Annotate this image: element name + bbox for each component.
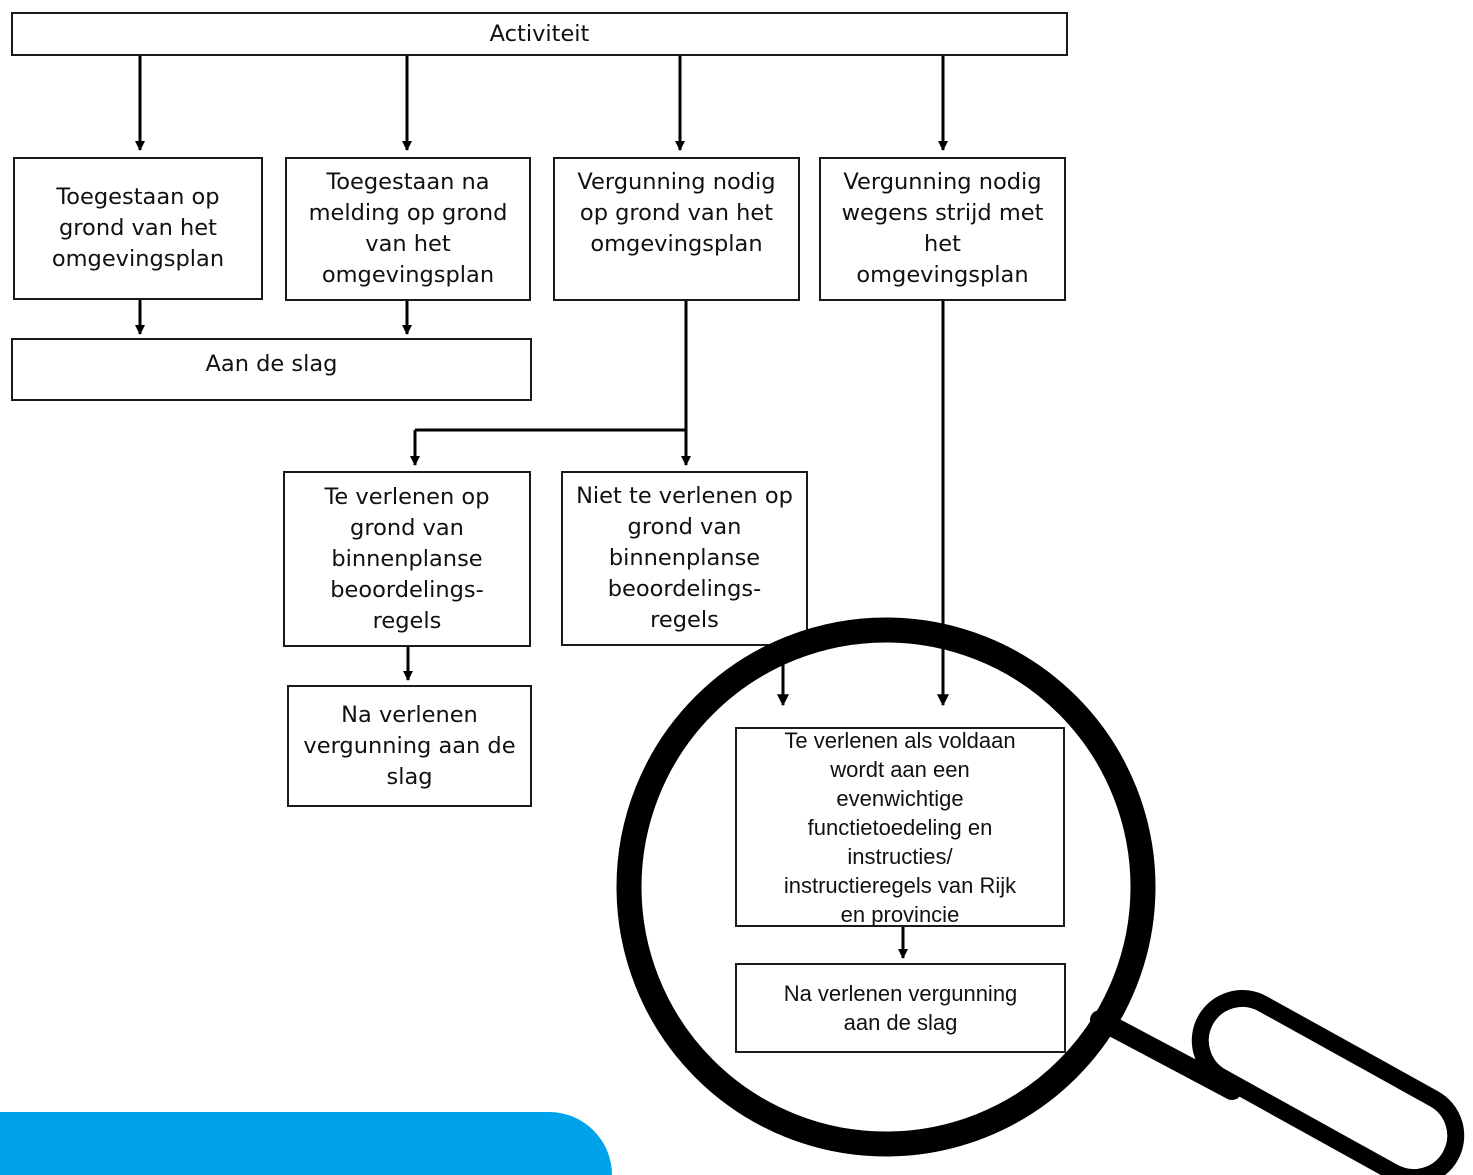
final-start-work-box: Na verlenen vergunning aan de slag (735, 963, 1066, 1053)
option-permitted-box: Toegestaan op grond van het omgevingspla… (13, 157, 263, 300)
permit-compliance-box: Te verlenen als voldaan wordt aan een ev… (735, 727, 1065, 927)
activity-box: Activiteit (11, 12, 1068, 56)
option-notification-box: Toegestaan na melding op grond van het o… (285, 157, 531, 301)
start-work-box: Aan de slag (11, 338, 532, 401)
option-permit-required-box: Vergunning nodig op grond van het omgevi… (553, 157, 800, 301)
after-permit-box: Na verlenen vergunning aan de slag (287, 685, 532, 807)
permit-grantable-box: Te verlenen op grond van binnenplanse be… (283, 471, 531, 647)
blue-corner-accent (0, 1112, 612, 1175)
magnifier-lens-ring (616, 617, 1156, 1157)
permit-not-grantable-box: Niet te verlenen op grond van binnenplan… (561, 471, 808, 646)
magnifier-handle (1191, 989, 1465, 1175)
option-permit-conflict-box: Vergunning nodig wegens strijd met het o… (819, 157, 1066, 301)
